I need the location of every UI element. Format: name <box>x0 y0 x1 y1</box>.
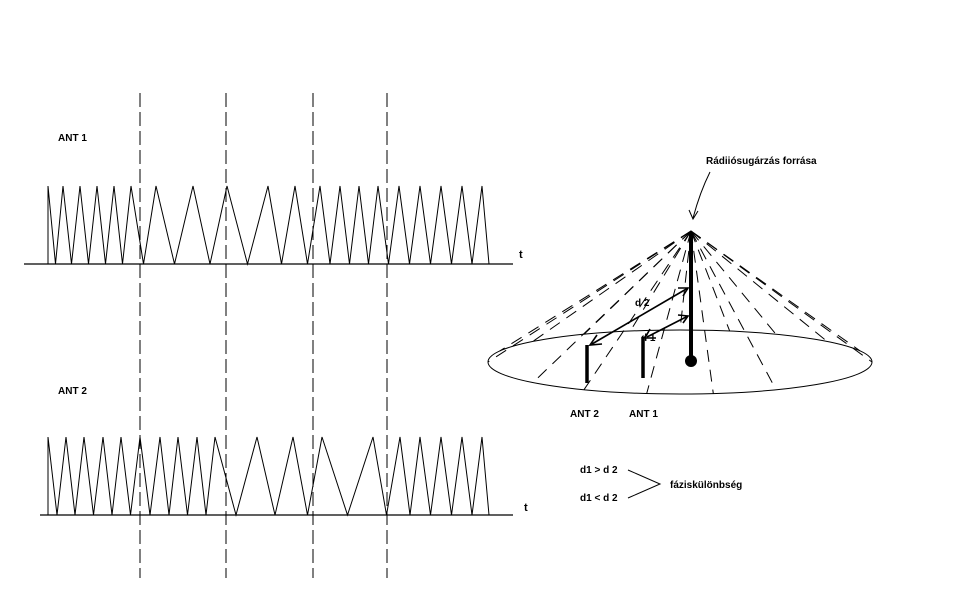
source-pointer-head <box>688 209 699 221</box>
d1-arrowhead-start <box>643 328 656 339</box>
phase-difference-label: fáziskülönbség <box>670 480 742 491</box>
ant2-antenna-label: ANT 2 <box>570 409 599 420</box>
ant2-waveform <box>47 436 490 517</box>
cone-ray-11 <box>690 230 873 363</box>
ant2-axis-label: t <box>524 502 528 514</box>
cone-front-ray-4 <box>583 230 692 390</box>
cone-ray-7 <box>690 230 731 332</box>
cone-ray-9 <box>690 230 828 342</box>
source-label: Rádiiósugárzás forrása <box>706 156 817 167</box>
cone-ray-10 <box>690 230 861 352</box>
d1-arrowhead-end <box>677 314 690 324</box>
condition-d1-less: d1 < d 2 <box>580 493 618 504</box>
d2-arrow <box>591 287 689 345</box>
ant1-signal-label: ANT 1 <box>58 133 87 144</box>
source-base-dot <box>685 355 697 367</box>
ant1-waveform <box>47 185 490 266</box>
source-pointer <box>692 171 711 219</box>
d2-arrowhead-end <box>678 287 690 297</box>
d2-label: d 2 <box>635 298 650 309</box>
ant2-signal-label: ANT 2 <box>58 386 87 397</box>
cone-ray-2 <box>499 230 692 352</box>
d1-label: d 1 <box>641 333 656 344</box>
cone-front-ray-1 <box>690 230 777 390</box>
cone-ray-3 <box>532 230 692 342</box>
d1-arrow <box>646 315 689 338</box>
cone-front-ray-5 <box>532 230 692 383</box>
radiation-cone: ANT 2 ANT 1 d 2 d 1 Rádiiósugárzás forrá… <box>487 156 873 420</box>
ground-ellipse <box>487 329 873 395</box>
cone-front-ray-3 <box>646 230 692 394</box>
distance-arrows <box>588 287 690 346</box>
cone-front-ray-2 <box>690 230 714 394</box>
ant1-axis-label: t <box>519 249 523 261</box>
cone-rays <box>487 230 873 394</box>
cone-ray-1 <box>487 230 692 363</box>
condition-d1-greater: d1 > d 2 <box>580 465 618 476</box>
cone-ray-8 <box>690 230 777 335</box>
sync-lines <box>139 93 388 578</box>
ant1-antenna-label: ANT 1 <box>629 409 658 420</box>
d2-arrowhead-start <box>588 334 603 346</box>
cone-ray-6 <box>679 230 692 331</box>
condition-bracket <box>627 469 662 499</box>
